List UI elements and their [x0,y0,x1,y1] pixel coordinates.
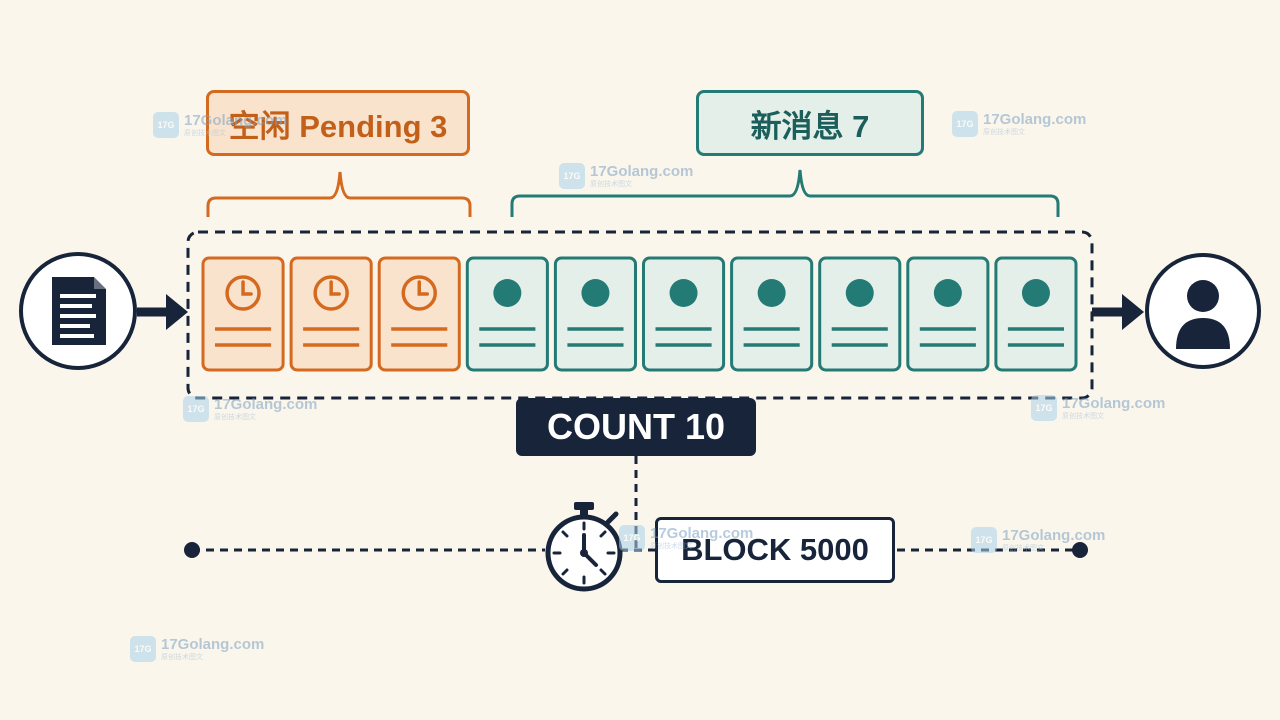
dot-icon [757,279,786,307]
count-badge: COUNT 10 [516,398,756,456]
timeline-start-dot [184,542,200,558]
pending-label: 空闲 Pending 3 [206,90,470,156]
watermark-text: 17Golang.com [1002,527,1106,544]
source-arrow-icon [137,294,188,330]
watermark-subtext: 原创技术图文 [214,414,256,421]
source-node [19,252,137,370]
new-message-slot [465,256,549,372]
new-message-slot [906,256,990,372]
clock-icon [313,275,349,311]
block-badge: BLOCK 5000 [655,517,895,583]
pending-message-slot [201,256,285,372]
new-message-slot [818,256,902,372]
watermark-subtext: 原创技术图文 [1062,413,1104,420]
pending-brace [206,171,472,217]
document-icon [52,277,106,345]
watermark-logo-icon: 17G [183,396,209,422]
dot-icon [581,279,610,307]
watermark-logo-icon: 17G [153,112,179,138]
consumer-arrow-icon [1092,294,1144,330]
watermark-subtext: 原创技术图文 [590,181,632,188]
new-brace [510,169,1060,217]
watermark-text: 17Golang.com [590,163,694,180]
watermark-text: 17Golang.com [983,111,1087,128]
dot-icon [933,279,962,307]
new-message-slot [642,256,726,372]
stopwatch-icon [545,502,623,592]
watermark-text: 17Golang.com [161,636,265,653]
new-message-slot [730,256,814,372]
timeline-end-dot [1072,542,1088,558]
watermark-text: 17Golang.com [650,525,754,542]
watermark-logo-icon: 17G [1031,395,1057,421]
new-message-slot [994,256,1078,372]
watermark-subtext: 原创技术图文 [650,543,692,550]
watermark-subtext: 原创技术图文 [161,654,203,661]
message-slots [201,256,1078,372]
watermark-logo-icon: 17G [559,163,585,189]
dot-icon [669,279,698,307]
clock-icon [401,275,437,311]
watermark-logo-icon: 17G [952,111,978,137]
clock-icon [225,275,261,311]
watermark-subtext: 原创技术图文 [983,129,1025,136]
dot-icon [1021,279,1050,307]
new-message-slot [553,256,638,372]
watermark-text: 17Golang.com [184,112,288,129]
watermark-subtext: 原创技术图文 [1002,545,1044,552]
dot-icon [845,279,874,307]
watermark-subtext: 原创技术图文 [184,130,226,137]
user-icon [1176,280,1230,349]
watermark-text: 17Golang.com [214,396,318,413]
watermark-logo-icon: 17G [130,636,156,662]
watermark-logo-icon: 17G [971,527,997,553]
new-messages-label: 新消息 7 [696,90,924,156]
dot-icon [493,279,522,307]
watermark-text: 17Golang.com [1062,395,1166,412]
pending-message-slot [289,256,373,372]
pending-message-slot [377,256,461,372]
consumer-node [1145,253,1261,369]
watermark-logo-icon: 17G [619,525,645,551]
